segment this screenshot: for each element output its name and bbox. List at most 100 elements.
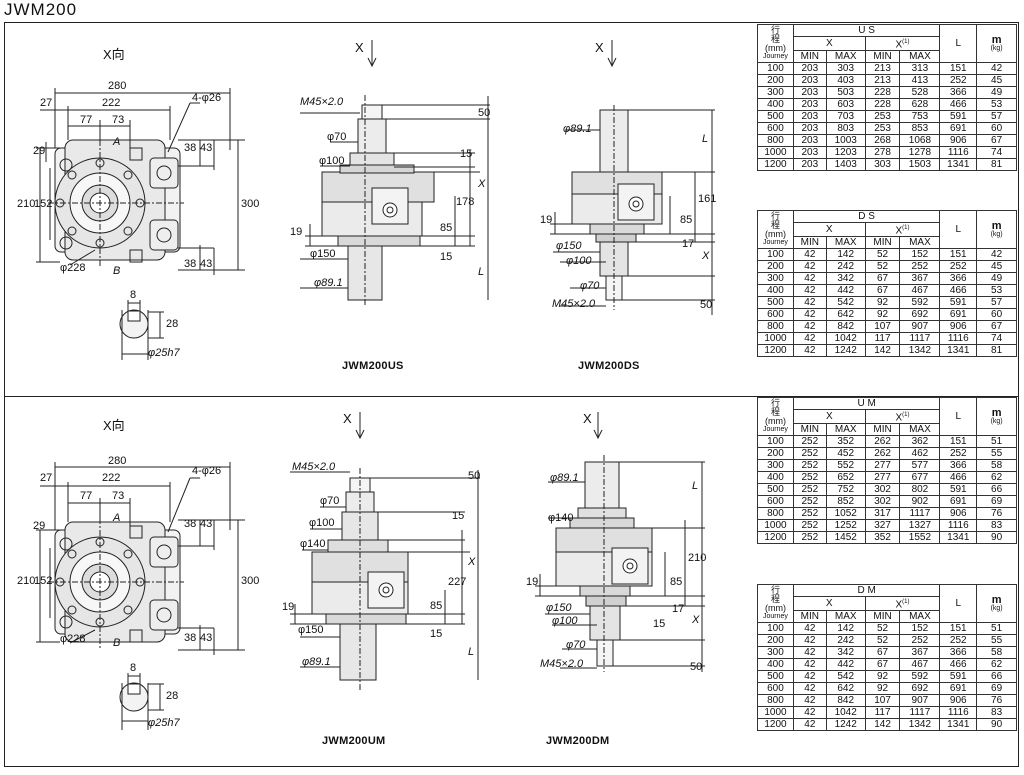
table-cell: 74 [976, 332, 1017, 346]
l-header: L [939, 209, 978, 250]
min-header: MIN [792, 610, 827, 624]
table-cell: 42 [792, 706, 827, 720]
table-cell: 802 [899, 483, 941, 497]
dim-228-2: φ228 [60, 633, 86, 645]
table-cell: 500 [757, 296, 794, 310]
table-cell: 466 [939, 658, 978, 672]
table-cell: 252 [939, 74, 978, 88]
dim-um-m45: M45×2.0 [292, 461, 336, 473]
dim-us-15b: 15 [440, 251, 453, 263]
dim-key-8: 8 [130, 289, 137, 301]
table-cell: 52 [864, 260, 901, 274]
l-header: L [939, 396, 978, 437]
max-header: MAX [899, 50, 941, 64]
dim-dm-19: 19 [526, 576, 539, 588]
page-title: JWM200 [4, 0, 78, 19]
table-cell: 500 [757, 110, 794, 124]
table-cell: 852 [825, 495, 866, 509]
table-cell: 603 [825, 98, 866, 112]
table-cell: 906 [939, 320, 978, 334]
table-cell: 652 [825, 471, 866, 485]
table-cell: 313 [899, 62, 941, 76]
table-cell: 151 [939, 62, 978, 76]
table-cell: 53 [976, 98, 1017, 112]
dim-um-15b: 15 [430, 628, 443, 640]
x1-header: X(1) [864, 595, 941, 612]
table-variant-name: D S [792, 210, 941, 223]
mass-header: m(kg) [976, 396, 1017, 437]
dim-43-top-2: 43 [200, 518, 213, 530]
table-cell: 203 [792, 74, 827, 88]
dim-ds-85: 85 [680, 214, 693, 226]
table-variant-name: U M [792, 397, 941, 410]
elevation-us [300, 40, 490, 305]
table-cell: 142 [864, 718, 901, 732]
table-cell: 842 [825, 320, 866, 334]
dim-ds-p150: φ150 [556, 240, 582, 252]
stroke-header: 行程(mm)Journey [757, 583, 794, 624]
x-header: X [792, 221, 866, 238]
table-cell: 367 [899, 272, 941, 286]
table-cell: 252 [939, 260, 978, 274]
table-cell: 262 [864, 435, 901, 449]
dim-dm-85: 85 [670, 576, 683, 588]
x1-header: X(1) [864, 35, 941, 52]
table-cell: 252 [899, 260, 941, 274]
dim-um-227: 227 [448, 576, 467, 588]
min-header: MIN [792, 423, 827, 437]
table-cell: 42 [976, 248, 1017, 262]
dim-shaft: φ25h7 [148, 347, 180, 359]
table-cell: 55 [976, 447, 1017, 461]
table-cell: 302 [864, 495, 901, 509]
table-cell: 1552 [899, 531, 941, 545]
dim-152-2: 152 [34, 575, 53, 587]
dim-um-x: X [468, 556, 476, 568]
table-cell: 1341 [939, 531, 978, 545]
dim-ds-p89: φ89.1 [563, 123, 592, 135]
table-cell: 442 [825, 658, 866, 672]
table-cell: 1341 [939, 344, 978, 358]
table-cell: 52 [864, 248, 901, 262]
table-cell: 42 [792, 718, 827, 732]
table-cell: 100 [757, 435, 794, 449]
table-cell: 83 [976, 519, 1017, 533]
dim-300-2: 300 [241, 575, 260, 587]
table-cell: 692 [899, 308, 941, 322]
table-cell: 49 [976, 272, 1017, 286]
table-cell: 1200 [757, 344, 794, 358]
dim-300: 300 [241, 198, 260, 210]
table-cell: 203 [792, 62, 827, 76]
dim-38-bottom: 38 [184, 258, 197, 270]
table-cell: 542 [825, 670, 866, 684]
table-cell: 69 [976, 682, 1017, 696]
table-variant-name: U S [792, 24, 941, 37]
table-cell: 907 [899, 320, 941, 334]
section-divider [4, 396, 1019, 397]
dim-us-x: X [478, 178, 486, 190]
dim-dm-p89: φ89.1 [550, 472, 579, 484]
table-cell: 117 [864, 332, 901, 346]
table-cell: 300 [757, 86, 794, 100]
table-cell: 800 [757, 507, 794, 521]
table-cell: 752 [825, 483, 866, 497]
table-cell: 151 [939, 248, 978, 262]
table-cell: 100 [757, 248, 794, 262]
l-header: L [939, 23, 978, 64]
table-cell: 1116 [939, 519, 978, 533]
table-cell: 252 [899, 634, 941, 648]
table-cell: 1042 [825, 706, 866, 720]
table-cell: 277 [864, 471, 901, 485]
table-cell: 303 [864, 158, 901, 172]
dim-280: 280 [108, 80, 127, 92]
table-cell: 45 [976, 74, 1017, 88]
table-cell: 142 [864, 344, 901, 358]
dim-228: φ228 [60, 262, 86, 274]
table-cell: 52 [864, 622, 901, 636]
